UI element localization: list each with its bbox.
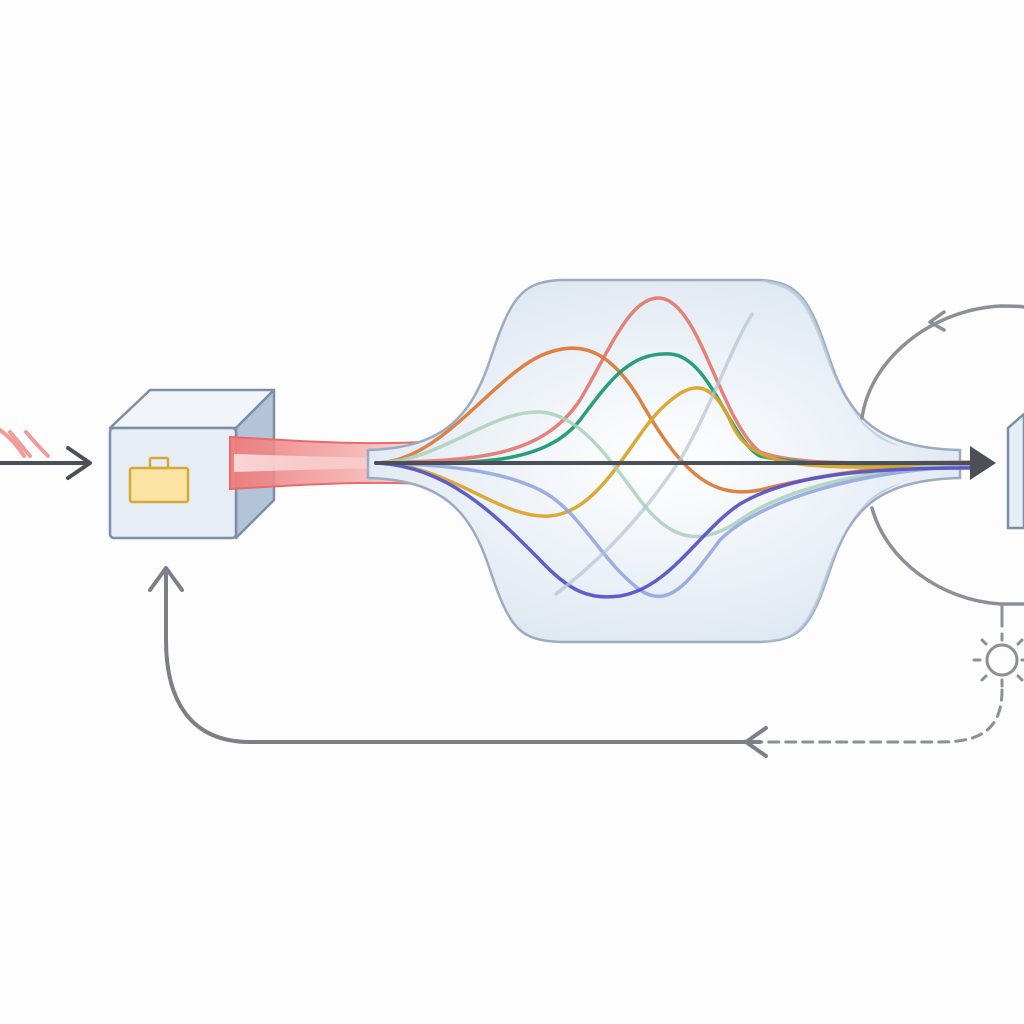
return-path-solid (148, 566, 768, 758)
input-arrow (0, 446, 92, 480)
wave-slate (554, 312, 754, 596)
wave-mint (374, 410, 974, 539)
briefcase-icon (128, 456, 190, 504)
incoming-signal-streaks (0, 428, 50, 458)
wave-yellow (374, 386, 974, 518)
source-cube (108, 388, 276, 540)
wave-indigo (374, 461, 974, 599)
feedback-loop-circle (860, 304, 1024, 606)
output-arrow (374, 446, 996, 480)
wave-bundle (374, 296, 974, 599)
return-path-dashed (758, 688, 1004, 744)
target-box (1006, 412, 1024, 530)
